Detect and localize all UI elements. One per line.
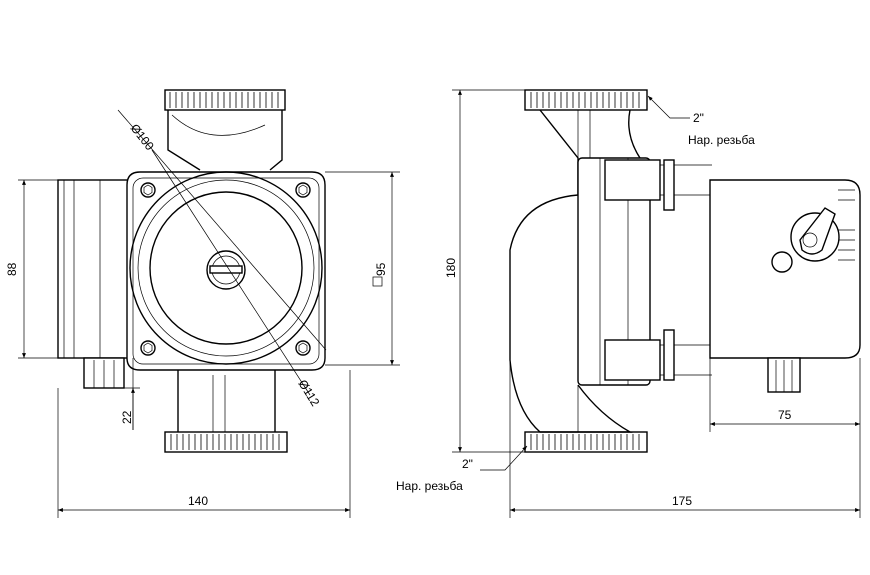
bolt-icon xyxy=(140,182,156,198)
side-top-thread xyxy=(524,89,648,111)
bolt-icon xyxy=(295,182,311,198)
top-thread-label: Нар. резьба xyxy=(688,133,755,147)
front-square-dim: 95 xyxy=(374,262,388,276)
side-control-box xyxy=(709,179,861,393)
square-symbol xyxy=(372,276,383,287)
speed-selector-icon xyxy=(790,207,840,262)
bottom-thread-size: 2" xyxy=(462,457,473,471)
bottom-thread-label: Нар. резьба xyxy=(396,479,463,493)
front-top-thread xyxy=(164,89,286,171)
side-motor-flange xyxy=(577,157,712,386)
side-dimensions xyxy=(452,89,861,518)
front-inner-diameter: Ø100 xyxy=(128,121,157,153)
front-terminal-box xyxy=(57,179,129,389)
side-bottom-thread xyxy=(524,431,648,453)
front-height-dim: 88 xyxy=(5,262,19,276)
front-outer-diameter: Ø112 xyxy=(295,377,322,409)
indicator-lamp-icon xyxy=(771,251,793,273)
side-width-dim: 175 xyxy=(672,494,692,508)
side-height-dim: 180 xyxy=(444,258,458,278)
bolt-icon xyxy=(295,340,311,356)
bolt-icon xyxy=(140,340,156,356)
side-volute xyxy=(509,109,641,433)
front-width-dim: 140 xyxy=(188,494,208,508)
side-box-dim: 75 xyxy=(778,408,792,422)
top-thread-size: 2" xyxy=(693,111,704,125)
side-view: 180 175 75 2" Нар. резьба 2" Нар. резьба xyxy=(396,89,861,518)
front-view: 140 88 95 22 Ø100 Ø112 xyxy=(5,89,400,518)
front-bottom-thread xyxy=(164,370,288,453)
front-offset-dim: 22 xyxy=(120,410,134,424)
front-dimensions xyxy=(18,171,400,518)
front-square-body xyxy=(117,109,327,396)
